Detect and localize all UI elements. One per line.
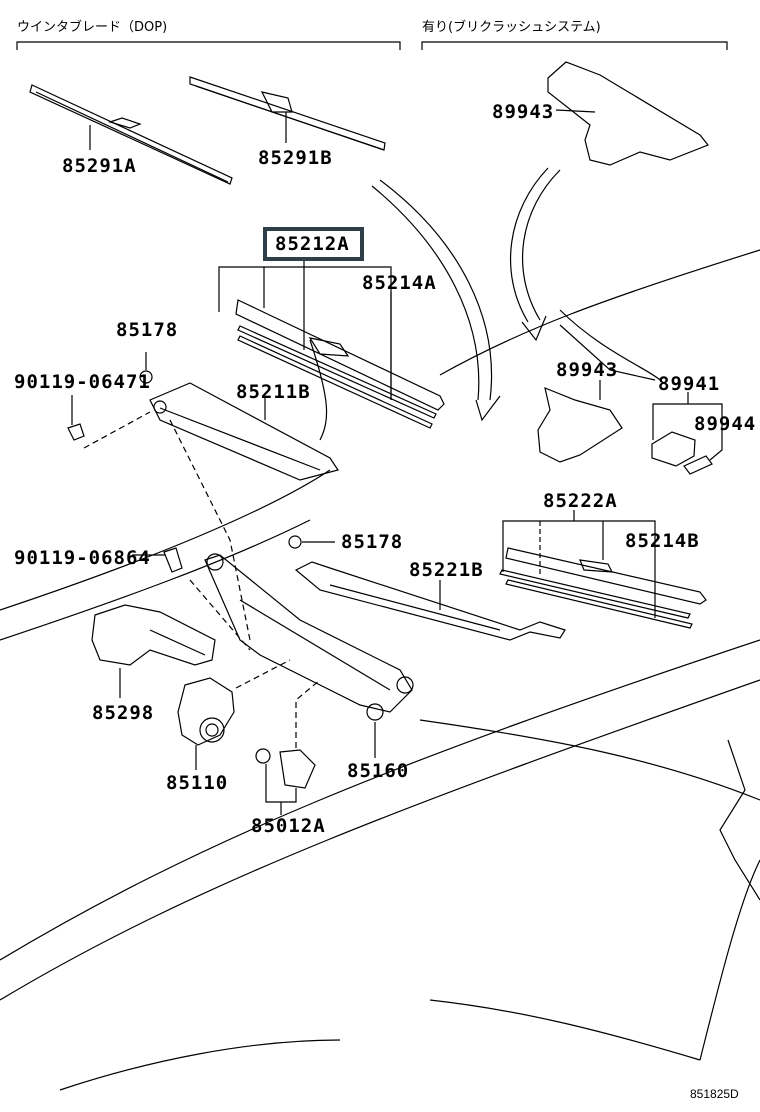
bracket-89943-right bbox=[537, 380, 623, 463]
part-label-89943-top[interactable]: 89943 bbox=[492, 101, 555, 123]
part-label-85221B[interactable]: 85221B bbox=[409, 559, 484, 581]
part-label-85214B[interactable]: 85214B bbox=[625, 530, 700, 552]
wiper-linkage-85160 bbox=[204, 553, 414, 721]
part-label-85291B[interactable]: 85291B bbox=[258, 147, 333, 169]
wiper-arm-85211B bbox=[149, 339, 339, 481]
part-label-85211B[interactable]: 85211B bbox=[236, 381, 311, 403]
leader-85222A bbox=[502, 520, 656, 618]
part-label-85110[interactable]: 85110 bbox=[166, 772, 229, 794]
bracket-89943-top bbox=[547, 61, 709, 166]
part-label-90119-06864[interactable]: 90119-06864 bbox=[14, 547, 151, 569]
part-89944 bbox=[683, 455, 713, 475]
body-line-hood bbox=[0, 679, 760, 1001]
nut-85178-mid bbox=[288, 535, 302, 549]
section-title-dop: ウインタブレード（DOP) bbox=[17, 20, 168, 35]
part-label-85214A[interactable]: 85214A bbox=[362, 272, 437, 294]
wiper-blade-85212A bbox=[235, 299, 445, 429]
part-89941 bbox=[651, 431, 696, 467]
highlight-box bbox=[263, 227, 364, 261]
part-label-90119-06471[interactable]: 90119-06471 bbox=[14, 371, 151, 393]
wiper-motor-85110 bbox=[177, 677, 235, 746]
wiper-blade-85291B bbox=[189, 76, 386, 151]
part-label-85291A[interactable]: 85291A bbox=[62, 155, 137, 177]
part-85012A bbox=[255, 748, 316, 789]
section-title-washer-system: 有り(ブリクラッシュシステム) bbox=[422, 20, 601, 35]
part-label-85012A[interactable]: 85012A bbox=[251, 815, 326, 837]
bolt-90119-06864 bbox=[163, 547, 183, 573]
arrow-curve-left bbox=[379, 179, 493, 401]
wiper-blade-85222A bbox=[499, 547, 707, 629]
part-label-85212A[interactable]: 85212A bbox=[275, 233, 350, 255]
part-label-85178-mid[interactable]: 85178 bbox=[341, 531, 404, 553]
nut-85178-top bbox=[139, 370, 153, 384]
diagram-code: 851825D bbox=[690, 1087, 739, 1101]
bolt-90119-06471 bbox=[67, 423, 85, 441]
wiper-arm-85221B bbox=[294, 561, 566, 641]
part-label-89944[interactable]: 89944 bbox=[694, 413, 757, 435]
part-label-89943-right[interactable]: 89943 bbox=[556, 359, 619, 381]
part-label-85178-top[interactable]: 85178 bbox=[116, 319, 179, 341]
part-label-85298[interactable]: 85298 bbox=[92, 702, 155, 724]
section-bracket-washer bbox=[421, 41, 728, 50]
part-label-89941[interactable]: 89941 bbox=[658, 373, 721, 395]
body-line-windshield bbox=[439, 249, 760, 376]
part-label-85160[interactable]: 85160 bbox=[347, 760, 410, 782]
section-bracket-dop bbox=[16, 41, 401, 50]
arrow-curve-right bbox=[522, 169, 561, 321]
wiper-blade-85291A bbox=[29, 84, 233, 185]
bracket-85298 bbox=[91, 604, 216, 666]
part-label-85222A[interactable]: 85222A bbox=[543, 490, 618, 512]
